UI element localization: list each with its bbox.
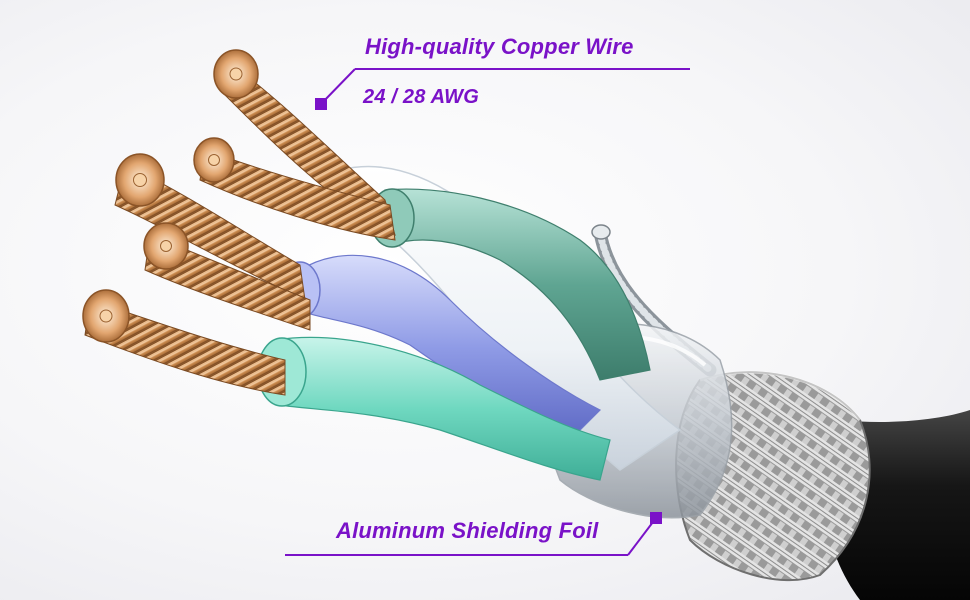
copper-callout-marker — [315, 98, 327, 110]
copper-strand-upper-middle — [193, 137, 396, 241]
copper-wire-title: High-quality Copper Wire — [365, 34, 634, 59]
awg-spec-label: 24 / 28 AWG — [363, 86, 479, 108]
copper-strand-middle — [143, 222, 311, 331]
shielding-callout-leader — [285, 512, 662, 556]
copper-callout-leader — [315, 68, 690, 110]
shielding-foil-title: Aluminum Shielding Foil — [336, 518, 599, 543]
shielding-callout-marker — [650, 512, 662, 524]
copper-strand-top — [213, 49, 396, 236]
copper-strand-bottom — [82, 289, 286, 396]
